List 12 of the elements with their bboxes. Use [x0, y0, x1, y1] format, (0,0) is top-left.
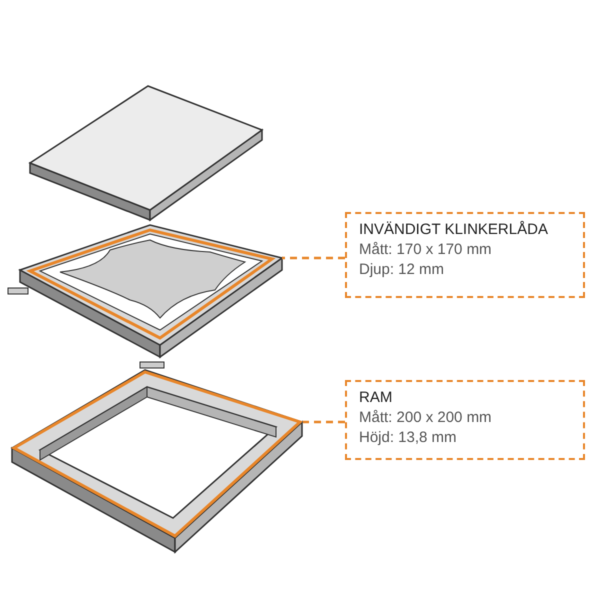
frame-drawing [10, 369, 304, 554]
callout-box [345, 380, 585, 460]
callout-text: Djup: 12 mm [359, 260, 446, 280]
callout-heading: INVÄNDIGT KLINKERLÅDA [359, 220, 549, 240]
tile-tray-drawing [8, 224, 284, 368]
leader-line [303, 420, 345, 424]
callout-text: Mått: 170 x 170 mm [359, 240, 493, 260]
callout-box [345, 212, 585, 298]
leader-line [282, 256, 345, 260]
callout-heading: RAM [359, 388, 394, 408]
callout-text: Mått: 200 x 200 mm [359, 408, 493, 428]
callout-text: Höjd: 13,8 mm [359, 428, 458, 448]
